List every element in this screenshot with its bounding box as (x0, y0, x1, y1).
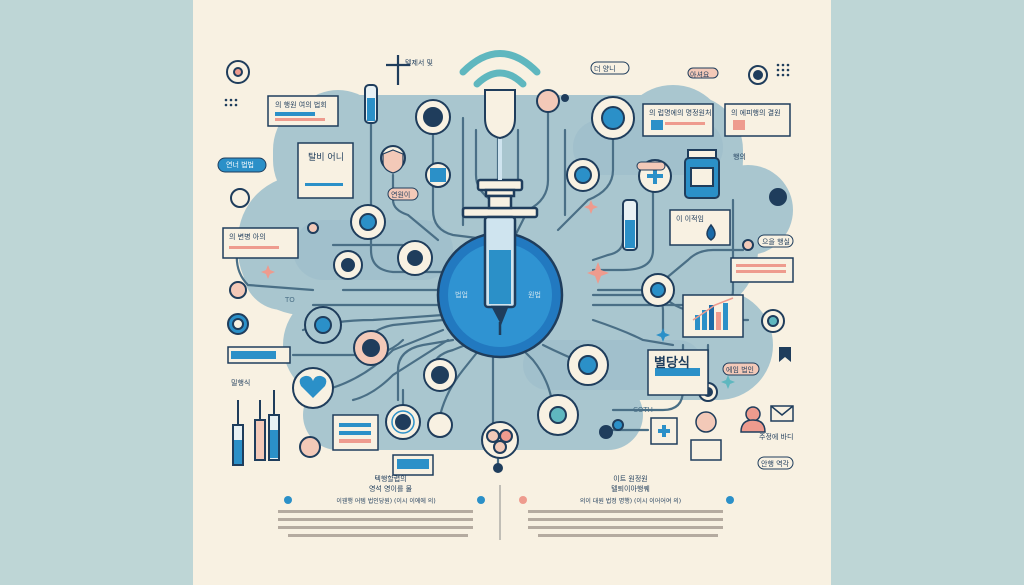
syringe-group-icon (232, 390, 280, 466)
top-left-box-title: 의 행원 여의 법회 (275, 101, 327, 109)
vial-right-icon (622, 199, 638, 251)
bottom-text-lines (278, 510, 723, 537)
right-bottle-tag: 행의 (733, 153, 746, 161)
left-margin-band (0, 0, 193, 585)
right-big-title: 별당식 (654, 356, 690, 371)
top-right-badge: 더 양니 (594, 65, 616, 73)
center-code-label: COTH (633, 406, 653, 414)
center-left-card-title: 탈비 어니 (308, 153, 344, 163)
top-center-tag: 텔제서 및 (405, 59, 433, 67)
shield-icon (382, 149, 404, 174)
caption-right-subtitle: 텔퇴이아행퀘 (611, 485, 650, 493)
right-big-pill-label: 에임 법인 (726, 366, 754, 374)
network-diagram (217, 50, 794, 540)
dot-grid (224, 63, 790, 107)
hub-right-label: 원법 (528, 291, 541, 299)
clock-icon (391, 410, 415, 434)
left-to-label: TO (285, 296, 295, 304)
bottom-right-pill-label: 안행 역각 (761, 460, 789, 468)
small-pink-pill-label: 연원이 (391, 191, 411, 199)
hub-left-label: 법업 (455, 291, 468, 299)
left-mid-box-title: 의 변병 아의 (229, 233, 266, 241)
envelope-icon (770, 405, 794, 422)
sparkle-icons (261, 200, 735, 389)
syringe-icon (461, 178, 539, 335)
vaccine-network-poster: 텔제서 및 더 양니 아셔요 의 행원 여의 법회 연너 법법 탈비 어니 연원… (193, 0, 831, 585)
caption-left-line: 이웬행 어템 법인당원) (이시 이에에 의) (336, 498, 436, 505)
vial-top-icon (484, 89, 516, 140)
left-pill-label: 연너 법법 (226, 161, 254, 169)
right-top-box-a-title: 의 럽명에의 명정원처 (649, 109, 712, 117)
bottom-right-label: 주정에 바디 (759, 433, 794, 441)
right-mid-card-title: 이 이적임 (676, 215, 704, 223)
vial-icon (364, 84, 378, 124)
heart-icon (292, 367, 334, 409)
caption-right-title: 이트 원정원 (613, 475, 648, 483)
bar-chart-icon (692, 297, 734, 330)
top-right-pill: 아셔요 (690, 71, 710, 79)
caption-left-title: 텍행할렵의 (374, 475, 407, 483)
puzzle-icon (650, 417, 678, 445)
wifi-icon (459, 50, 541, 88)
caption-right-line: 의이 대원 법정 명행) (이시 이어어여 의) (579, 498, 682, 505)
flask-icon (690, 411, 722, 461)
bottom-bullets (284, 496, 734, 504)
right-top-box-b-title: 의 에피행의 결원 (731, 109, 781, 117)
medicine-bottle-icon (684, 149, 720, 199)
right-margin-band (831, 0, 1024, 585)
cross-icon (386, 55, 410, 85)
right-mid-pill-label: 으을 행실 (762, 238, 790, 246)
bookmark-icon (779, 347, 791, 362)
label-pills (217, 61, 794, 470)
caption-left-subtitle: 영석 영이를 물 (368, 485, 413, 493)
person-icon (740, 406, 766, 433)
left-low-label: 밀행식 (231, 379, 251, 387)
